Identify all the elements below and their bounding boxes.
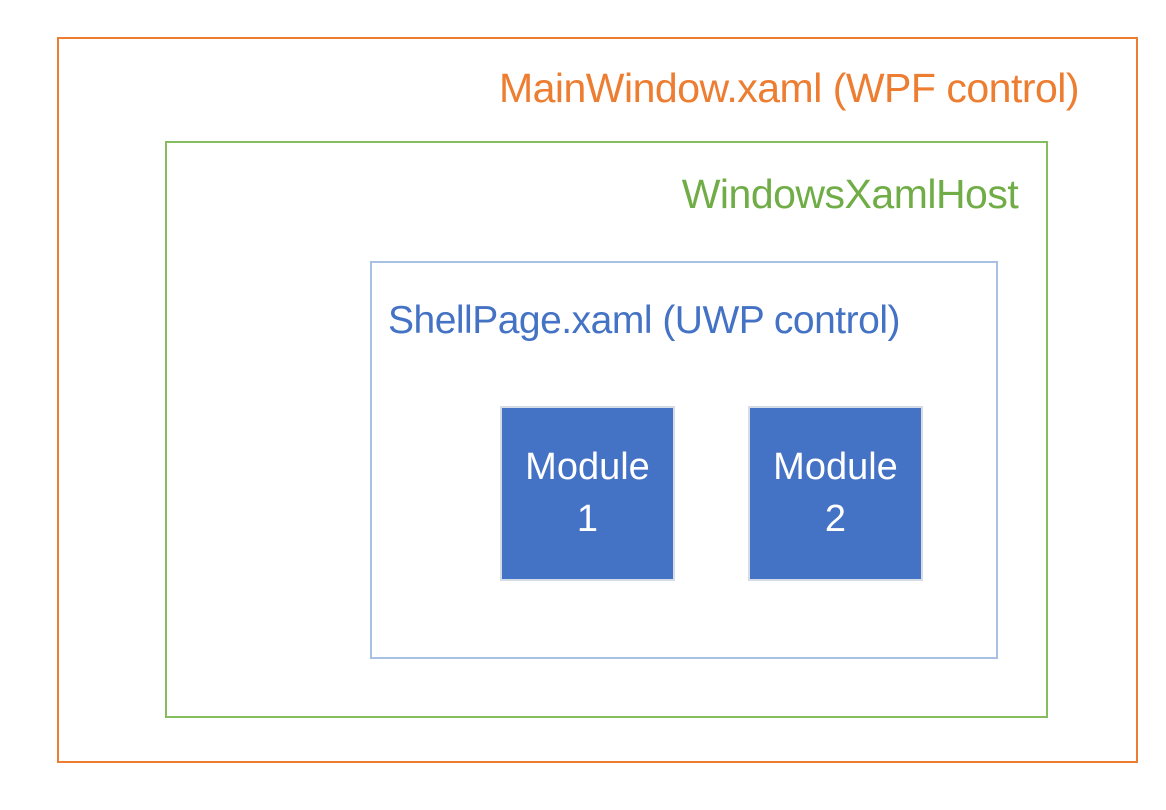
windowsxamlhost-label: WindowsXamlHost — [681, 171, 1019, 217]
module-1-box: Module 1 — [500, 406, 675, 581]
module-2-box: Module 2 — [748, 406, 923, 581]
windowsxamlhost-box — [165, 141, 1048, 718]
module-2-label-line2: 2 — [824, 497, 847, 540]
mainwindow-wpf-label: MainWindow.xaml (WPF control) — [498, 65, 1080, 111]
module-1-label-line2: 1 — [576, 497, 599, 540]
mainwindow-wpf-box — [57, 37, 1138, 763]
shellpage-uwp-label: ShellPage.xaml (UWP control) — [388, 299, 900, 342]
shellpage-uwp-box — [370, 261, 998, 659]
module-1-label-line1: Module — [525, 446, 650, 489]
module-2-label-line1: Module — [773, 446, 898, 489]
